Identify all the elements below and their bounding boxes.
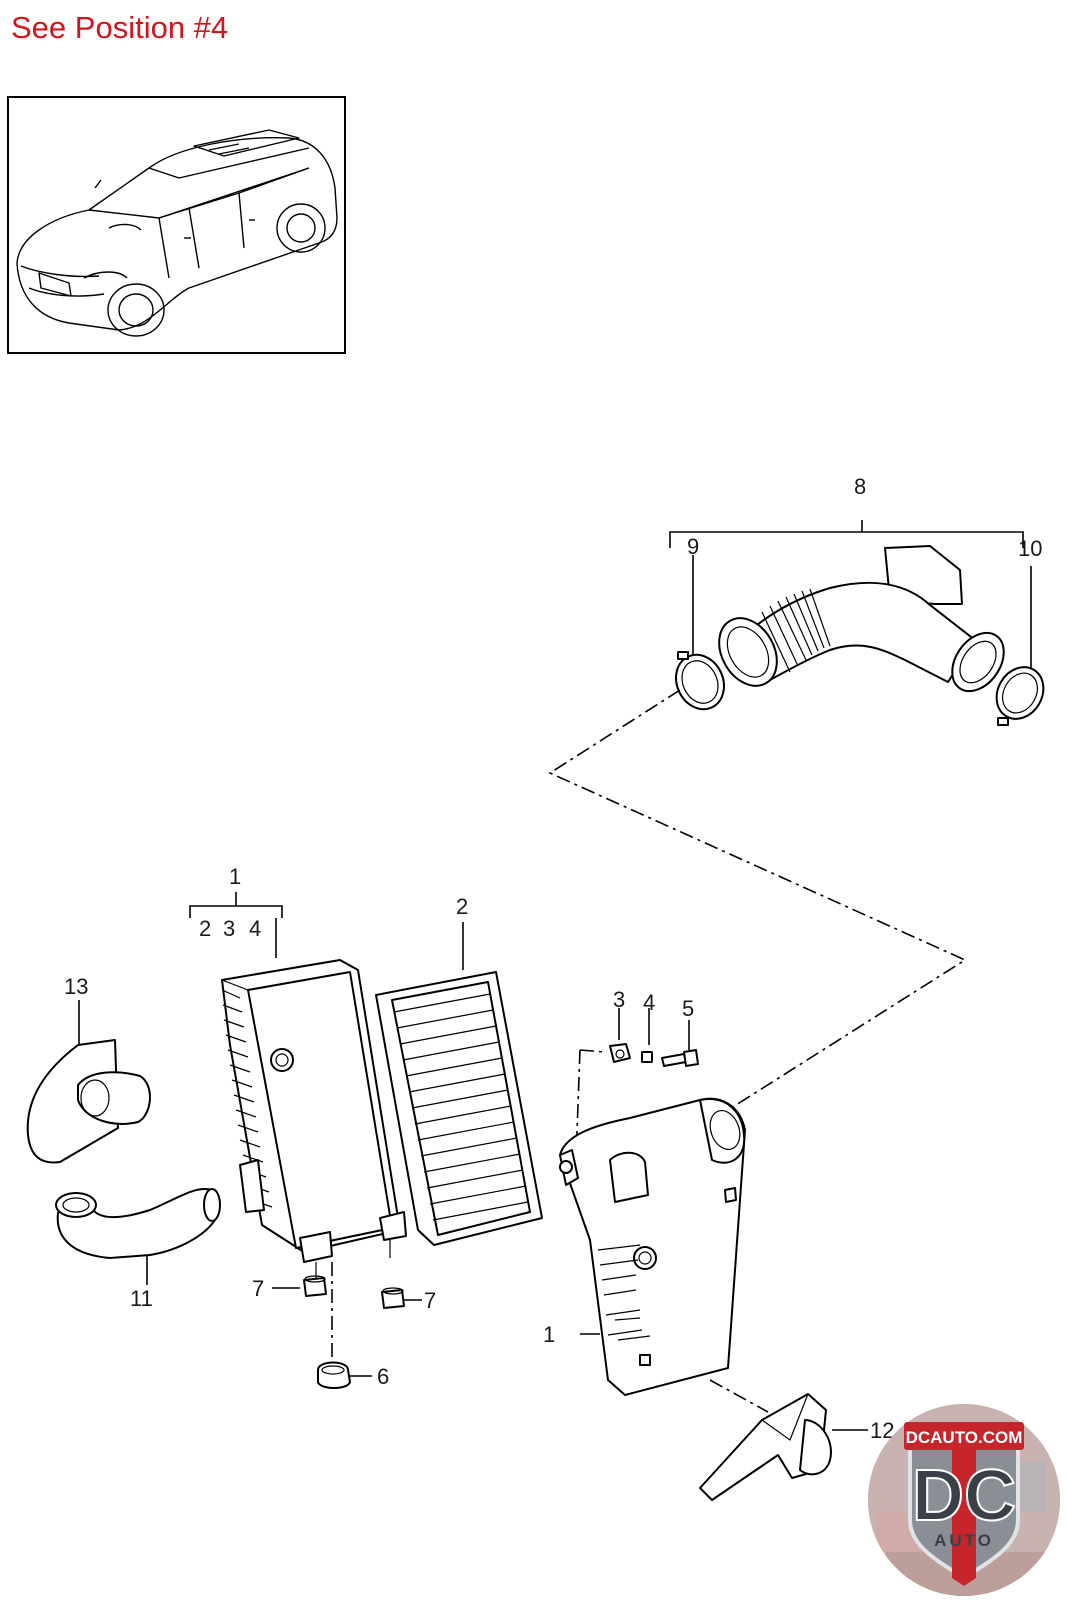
- callout-8: 8: [854, 474, 866, 499]
- air-filter-element: [375, 922, 543, 1246]
- vehicle-thumbnail: [7, 96, 346, 354]
- callout-13: 13: [64, 974, 88, 999]
- callout-5: 5: [682, 996, 694, 1021]
- inlet-hose-11: [55, 1188, 221, 1285]
- assembly-path-line: [548, 689, 967, 1113]
- callout-4-sub: 4: [249, 916, 261, 941]
- fastener-hardware: [575, 1008, 699, 1161]
- air-guide-12: [699, 1379, 868, 1501]
- callout-7-left: 7: [252, 1276, 264, 1301]
- callout-labels: 8 9 10 1 2 3 4 2 3 4 5 13 11 7 7 6 1 12: [64, 474, 1042, 1443]
- callout-2-sub: 2: [199, 916, 211, 941]
- intake-duct-assembly: [669, 520, 1045, 726]
- airbox-cover: [189, 892, 407, 1280]
- callout-6: 6: [377, 1364, 389, 1389]
- callout-1-top: 1: [229, 864, 241, 889]
- inlet-duct-13: [26, 1000, 151, 1164]
- callout-3: 3: [613, 987, 625, 1012]
- callout-11: 11: [130, 1286, 153, 1311]
- logo-bottom-text: AUTO: [934, 1531, 994, 1550]
- logo-letters: DC: [912, 1456, 1016, 1536]
- callout-9: 9: [687, 534, 699, 559]
- callout-10: 10: [1018, 536, 1042, 561]
- airbox-lower-housing: [559, 1097, 746, 1396]
- callout-2: 2: [456, 894, 468, 919]
- callout-1-lower: 1: [543, 1322, 555, 1347]
- suv-vehicle-icon: [16, 129, 338, 337]
- see-position-note: See Position #4: [11, 10, 229, 45]
- grommets-and-plug: [272, 1262, 422, 1389]
- callout-3-sub: 3: [223, 916, 235, 941]
- dc-auto-logo: DCAUTO.COM DC AUTO: [868, 1404, 1060, 1596]
- callout-4: 4: [643, 990, 655, 1015]
- callout-7-right: 7: [424, 1288, 436, 1313]
- logo-top-text: DCAUTO.COM: [906, 1428, 1023, 1447]
